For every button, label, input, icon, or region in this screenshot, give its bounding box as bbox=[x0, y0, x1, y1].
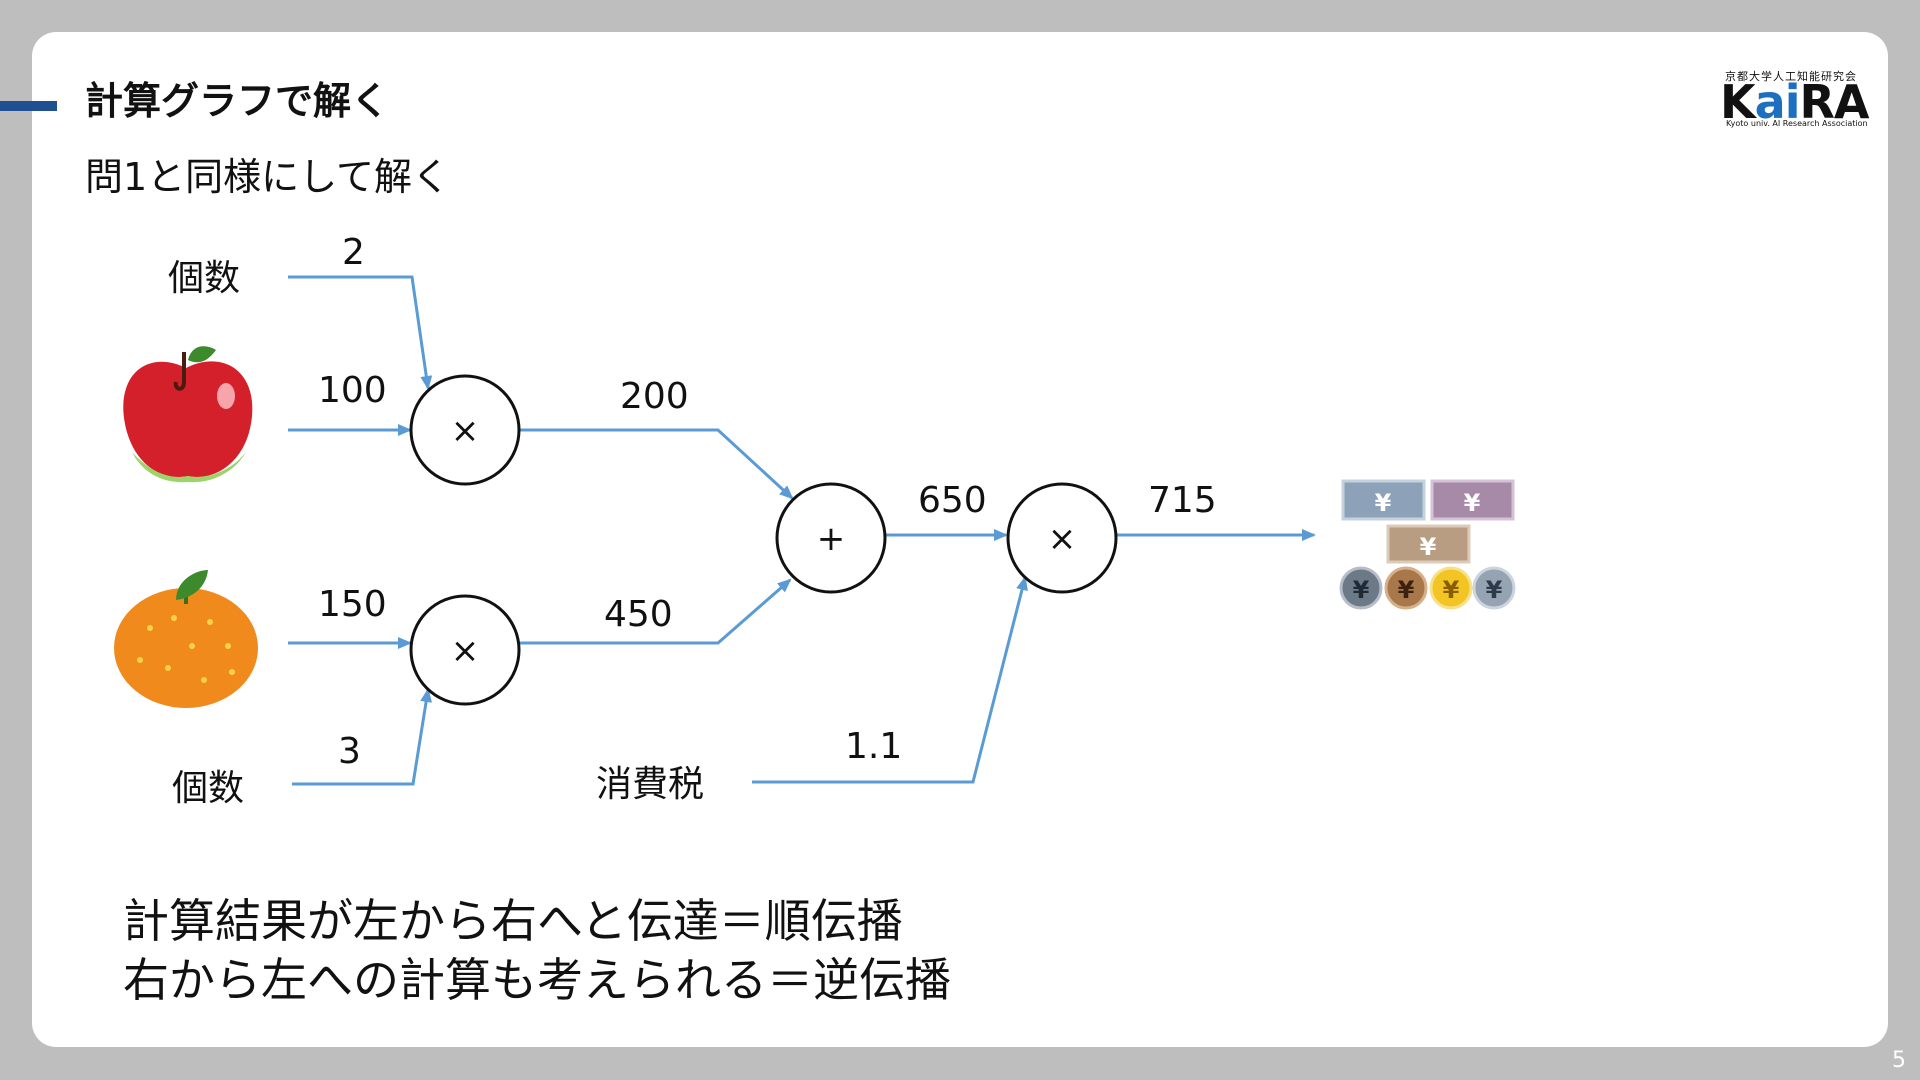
value-orange-count: 3 bbox=[338, 731, 361, 772]
slide bbox=[32, 32, 1888, 1047]
bill-1-yen: ¥ bbox=[1375, 489, 1392, 517]
money-icon: ¥ ¥ ¥ ¥ ¥ ¥ ¥ bbox=[1339, 479, 1516, 610]
bill-3-yen: ¥ bbox=[1420, 533, 1437, 561]
value-apple-total: 200 bbox=[620, 376, 689, 417]
apple-icon bbox=[123, 346, 253, 483]
value-sum: 650 bbox=[918, 480, 987, 521]
add-node-symbol: + bbox=[817, 519, 846, 559]
edge-tax bbox=[752, 576, 1028, 784]
explanation-backward: 右から左への計算も考えられる＝逆伝播 bbox=[123, 953, 951, 1007]
mult-node-orange-symbol: × bbox=[451, 631, 480, 671]
value-tax-rate: 1.1 bbox=[845, 726, 902, 767]
mult-node-tax: × bbox=[1006, 482, 1118, 594]
coin-2-yen: ¥ bbox=[1398, 576, 1415, 604]
logo-english-name: Kyoto univ. AI Research Association bbox=[1726, 119, 1868, 128]
orange-icon bbox=[114, 570, 258, 708]
add-node: + bbox=[775, 482, 887, 594]
value-apple-price: 100 bbox=[318, 370, 387, 411]
slide-subtitle: 問1と同様にして解く bbox=[85, 155, 451, 199]
page-number: 5 bbox=[1892, 1048, 1906, 1073]
kaira-logo: 京都大学人工知能研究会 KaiRA Kyoto univ. AI Researc… bbox=[1720, 68, 1870, 132]
edge-orange-total bbox=[520, 578, 792, 645]
value-result: 715 bbox=[1148, 480, 1217, 521]
label-count-bottom: 個数 bbox=[172, 768, 244, 809]
label-tax: 消費税 bbox=[596, 764, 704, 805]
mult-node-orange: × bbox=[409, 594, 521, 706]
logo-ai: ai bbox=[1754, 75, 1801, 129]
mult-node-apple-symbol: × bbox=[451, 411, 480, 451]
edge-apple-count bbox=[288, 275, 433, 390]
edge-apple-total bbox=[520, 428, 794, 500]
coin-1-yen: ¥ bbox=[1353, 576, 1370, 604]
logo-wordmark: KaiRA bbox=[1720, 75, 1870, 129]
mult-node-apple: × bbox=[409, 374, 521, 486]
logo-org-name: 京都大学人工知能研究会 bbox=[1725, 70, 1857, 83]
slide-title: 計算グラフで解く bbox=[85, 79, 390, 123]
label-count-top: 個数 bbox=[168, 258, 240, 299]
value-orange-total: 450 bbox=[604, 594, 673, 635]
logo-k: K bbox=[1720, 75, 1756, 129]
coin-4-yen: ¥ bbox=[1486, 576, 1503, 604]
mult-node-tax-symbol: × bbox=[1048, 519, 1077, 559]
logo-ra: RA bbox=[1799, 75, 1869, 129]
bill-2-yen: ¥ bbox=[1464, 489, 1481, 517]
edge-orange-count bbox=[292, 688, 433, 786]
title-accent-bar bbox=[0, 101, 57, 111]
coin-3-yen: ¥ bbox=[1443, 576, 1460, 604]
explanation-forward: 計算結果が左から右へと伝達＝順伝播 bbox=[123, 894, 903, 948]
value-apple-count: 2 bbox=[342, 232, 365, 273]
value-orange-price: 150 bbox=[318, 584, 387, 625]
